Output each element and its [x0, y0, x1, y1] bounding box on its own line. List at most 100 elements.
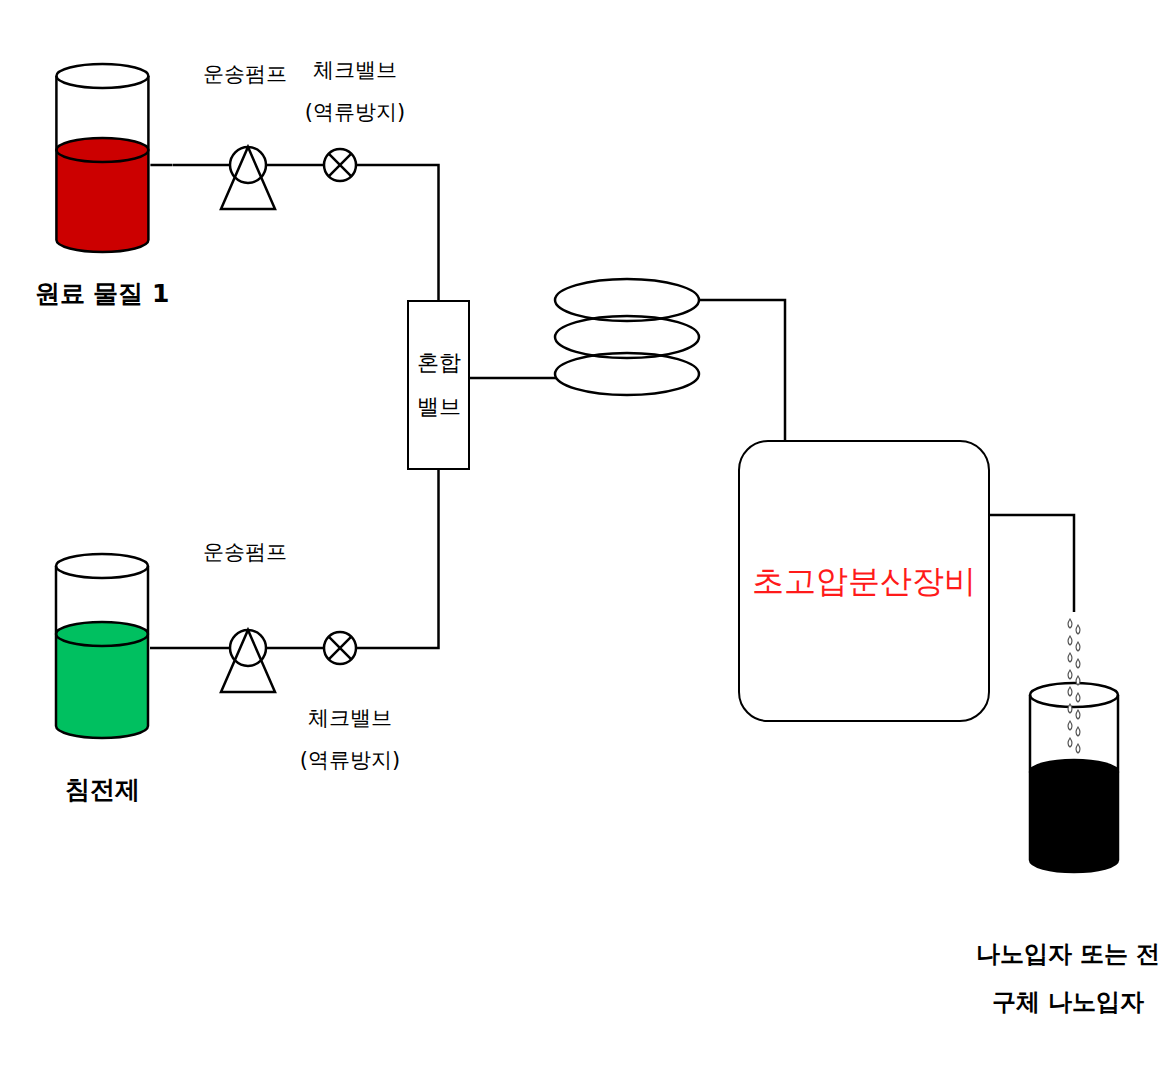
liquid: [1030, 760, 1118, 872]
beaker-wall: [55, 566, 58, 726]
pipe-stub: [200, 647, 230, 650]
beaker-wall: [55, 76, 58, 240]
check-valve: 체크밸브 (역류방지): [296, 49, 414, 183]
liquid: [56, 622, 148, 738]
droplet: [1068, 687, 1072, 696]
pipe-stub: [356, 647, 409, 650]
coil-loop: [555, 279, 699, 321]
check-symbol: [296, 147, 414, 183]
beaker-wall: [1117, 695, 1120, 860]
droplet: [1076, 744, 1080, 753]
pipe-stub: [266, 164, 290, 167]
check-drawing: [296, 149, 414, 181]
pump-head: [230, 147, 266, 183]
pipe-connector: [290, 647, 291, 650]
beaker-rim: [56, 554, 148, 578]
droplet: [1068, 636, 1072, 645]
droplet: [1076, 659, 1080, 668]
node-label: 나노입자 또는 전구체 나노입자: [973, 930, 1163, 1026]
pipe-connector: [470, 300, 785, 440]
product-symbol: [970, 612, 1166, 874]
pump-drawing: [200, 630, 290, 692]
beaker-wall: [147, 566, 150, 726]
beaker-drawing: [56, 64, 172, 252]
node-label: 운송펌프: [203, 539, 287, 566]
liquid: [56, 138, 148, 252]
pipe-stub: [356, 164, 414, 167]
liquid-surface: [56, 622, 148, 646]
droplet: [1076, 676, 1080, 685]
droplet: [1068, 738, 1072, 747]
valve-cross: [329, 154, 352, 177]
node-label: 침전제: [65, 774, 140, 807]
node-label: 혼합 밸브: [415, 341, 462, 429]
pump-symbol: [200, 140, 290, 212]
node-label: 체크밸브 (역류방지): [294, 697, 406, 781]
pipe-stub: [150, 647, 154, 650]
product-drawing: [1030, 683, 1118, 872]
pipe-stub: [150, 164, 172, 167]
precipitant-beaker: 침전제: [50, 552, 154, 807]
transfer-pump: 운송펌프: [200, 61, 290, 212]
pipe-connector: [409, 470, 439, 648]
pipe-connector: [990, 515, 1074, 612]
check-drawing: [291, 632, 409, 664]
pump-symbol: [200, 623, 290, 695]
pump-drawing: [200, 147, 290, 209]
raw-material-beaker: 원료 물질 1: [32, 62, 173, 311]
coil-loop: [555, 353, 699, 395]
node-label: 체크밸브 (역류방지): [299, 49, 411, 133]
node-label: 원료 물질 1: [35, 278, 170, 311]
beaker-bottom: [56, 726, 148, 738]
liquid-surface: [56, 138, 148, 162]
droplet: [1076, 727, 1080, 736]
liquid-surface: [1030, 760, 1118, 784]
node-label: 초고압분산장비: [752, 562, 976, 600]
check-symbol: [291, 630, 409, 666]
pipe-connector: [154, 647, 200, 650]
beaker-wall: [1029, 695, 1032, 860]
valve-body: [324, 632, 356, 664]
droplet: [1068, 721, 1072, 730]
valve-body: [324, 149, 356, 181]
beaker-rim: [1030, 683, 1118, 707]
beaker-wall: [147, 76, 150, 240]
droplet: [1068, 653, 1072, 662]
beaker-bottom: [1030, 860, 1118, 872]
pipe-stub: [200, 164, 230, 167]
pipe-connector: [172, 164, 200, 167]
droplet: [1068, 704, 1072, 713]
droplet: [1068, 670, 1072, 679]
droplet: [1076, 710, 1080, 719]
pipe-stub: [296, 164, 324, 167]
pump-stand: [221, 147, 275, 209]
droplet: [1068, 619, 1072, 628]
beaker-rim: [56, 64, 148, 88]
droplets: [1068, 619, 1080, 753]
reaction-coil: [555, 279, 699, 395]
pump-head: [230, 630, 266, 666]
coil-loop: [555, 316, 699, 358]
dispersion-equipment: 초고압분산장비: [738, 440, 990, 722]
beaker-drawing: [56, 554, 154, 738]
pipe-connector: [290, 164, 296, 167]
valve-cross: [329, 637, 352, 660]
droplet: [1076, 625, 1080, 634]
pump-stand: [221, 630, 275, 692]
transfer-pump: 운송펌프: [200, 539, 290, 695]
product-beaker: 나노입자 또는 전구체 나노입자: [970, 612, 1166, 1026]
node-label: 운송펌프: [203, 61, 287, 88]
beaker-bottom: [56, 240, 148, 252]
pipe-stub: [291, 647, 324, 650]
pipe-stub: [266, 647, 290, 650]
pipe-connector: [414, 165, 439, 300]
check-valve: 체크밸브 (역류방지): [291, 630, 409, 781]
droplet: [1076, 693, 1080, 702]
mixing-valve: 혼합 밸브: [407, 300, 470, 470]
beaker-symbol: [32, 62, 173, 254]
beaker-symbol: [50, 552, 154, 740]
droplet: [1076, 642, 1080, 651]
